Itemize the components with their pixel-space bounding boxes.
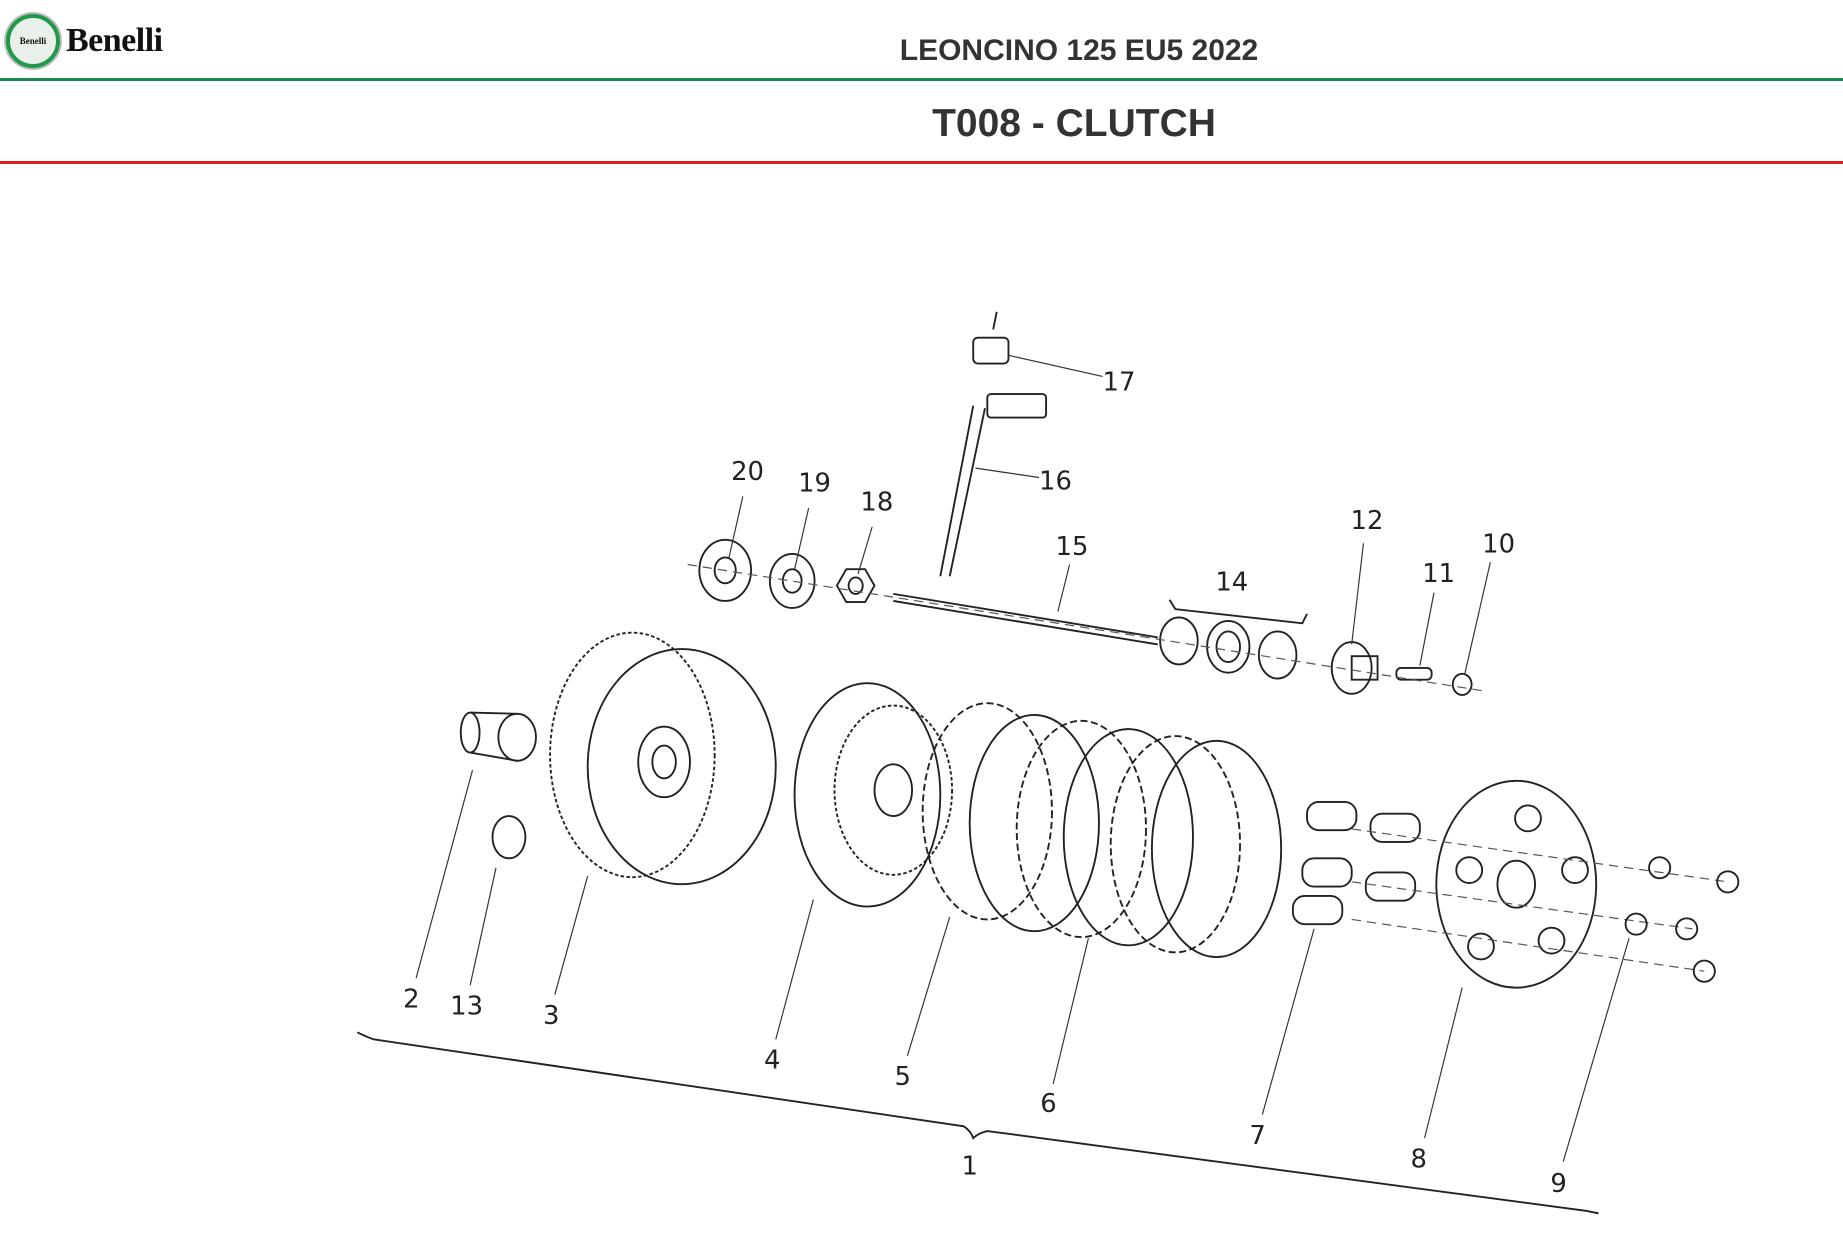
callout-11: 11 [1422, 559, 1455, 589]
callout-4: 4 [764, 1046, 780, 1076]
callout-14: 14 [1215, 567, 1248, 597]
green-divider [0, 78, 1843, 81]
part-5-6-clutch-plates [921, 702, 1283, 959]
callout-13: 13 [450, 992, 483, 1022]
benelli-badge-icon: Benelli [6, 14, 60, 68]
part-10-nut [1451, 672, 1473, 696]
part-19-washer [768, 552, 816, 609]
part-9-bolts [1351, 828, 1740, 983]
callout-15: 15 [1056, 532, 1089, 562]
callout-20: 20 [731, 457, 764, 487]
part-13-gear [491, 815, 527, 860]
callout-2: 2 [403, 985, 419, 1015]
leader-lines [356, 354, 1630, 1215]
callout-1: 1 [961, 1152, 977, 1182]
model-title: LEONCINO 125 EU5 2022 [899, 34, 1259, 67]
part-15-pushrod [893, 592, 1158, 646]
part-16-lever-shaft [939, 393, 1048, 577]
part-18-nut [835, 568, 876, 604]
callout-19: 19 [798, 469, 831, 499]
brand-wordmark: Benelli [66, 22, 163, 59]
section-title: T008 - CLUTCH [932, 102, 1216, 145]
callout-8: 8 [1410, 1144, 1426, 1174]
callout-6: 6 [1040, 1089, 1056, 1119]
part-3-clutch-housing [549, 631, 777, 886]
callout-5: 5 [894, 1062, 910, 1092]
callout-9: 9 [1550, 1169, 1566, 1199]
part-8-pressure-plate [1435, 779, 1598, 989]
callout-10: 10 [1482, 530, 1515, 560]
part-7-springs [1291, 800, 1421, 926]
part-4-clutch-hub [793, 682, 954, 908]
callout-17: 17 [1103, 368, 1136, 398]
part-14-bearing-set [1159, 599, 1308, 680]
part-20-washer [698, 538, 753, 602]
part-17-spring [972, 311, 1010, 365]
callout-3: 3 [543, 1001, 559, 1031]
callout-18: 18 [860, 487, 893, 517]
benelli-logo: Benelli Benelli [6, 14, 163, 68]
callout-12: 12 [1351, 506, 1384, 536]
red-divider [0, 161, 1843, 164]
part-2-bushing [459, 711, 537, 762]
callout-7: 7 [1249, 1121, 1265, 1151]
callout-16: 16 [1039, 466, 1072, 496]
